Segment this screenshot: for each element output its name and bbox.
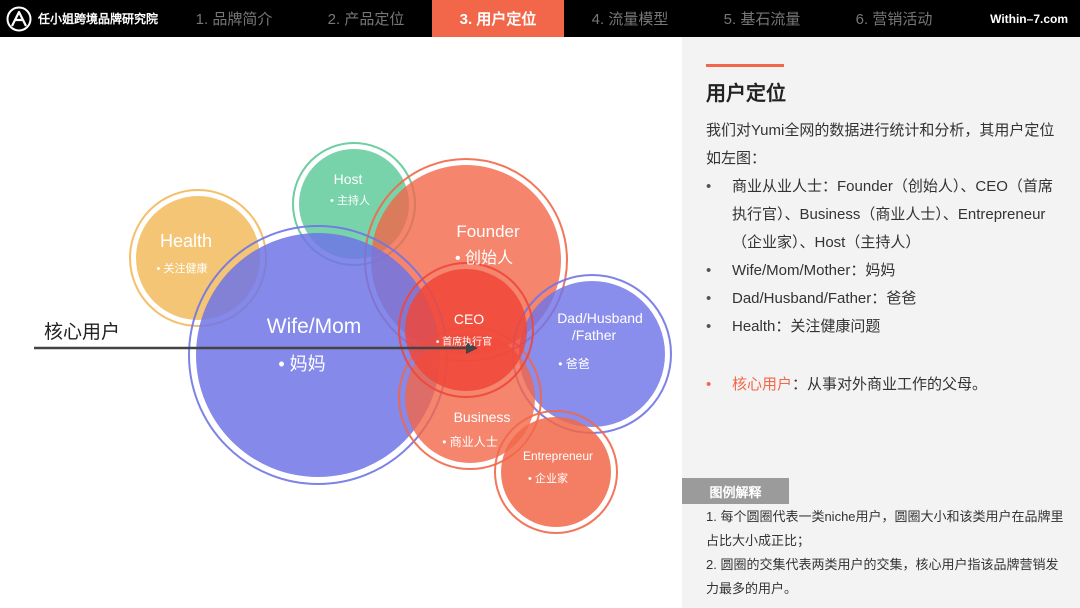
circle-entrepreneur [494, 410, 618, 534]
legend-title: 图例解释 [682, 478, 789, 504]
panel-title: 用户定位 [706, 83, 786, 105]
dad-sub: • 爸爸 [558, 357, 590, 371]
nav-tabs: 1. 品牌简介 2. 产品定位 3. 用户定位 4. 流量模型 5. 基石流量 … [168, 0, 960, 37]
business-sub: • 商业人士 [442, 434, 498, 449]
circle-dad [512, 274, 672, 434]
legend-note-1: 1. 每个圆圈代表一类niche用户，圆圈大小和该类用户在品牌里占比大小成正比； [706, 509, 1064, 548]
user-type-list: 商业从业人士：Founder（创始人）、CEO（首席执行官）、Business（… [706, 173, 1066, 341]
tab-traffic-model[interactable]: 4. 流量模型 [591, 11, 669, 28]
health-label: Health [160, 231, 212, 251]
entrepreneur-sub: • 企业家 [528, 471, 568, 485]
ceo-label: CEO [454, 311, 484, 327]
user-venn-diagram: 核心用户 Health • 关注健康 Host • 主持人 Founder • … [34, 142, 672, 534]
list-item: 商业从业人士：Founder（创始人）、CEO（首席执行官）、Business（… [706, 173, 1066, 257]
list-item: Dad/Husband/Father：爸爸 [706, 285, 1066, 313]
list-item: Health：关注健康问题 [706, 313, 1066, 341]
core-user-arrow [34, 342, 478, 354]
legend-note-2: 2. 圆圈的交集代表两类用户的交集，核心用户指该品牌营销发力最多的用户。 [706, 557, 1059, 596]
tab-product-positioning[interactable]: 2. 产品定位 [327, 11, 405, 28]
founder-label: Founder [456, 222, 520, 241]
wife-mom-sub: • 妈妈 [278, 354, 325, 374]
circle-ceo [398, 262, 534, 398]
tab-base-traffic[interactable]: 5. 基石流量 [723, 11, 801, 28]
entrepreneur-label: Entrepreneur [523, 449, 593, 463]
core-user-text: ：从事对外商业工作的父母。 [792, 376, 988, 393]
core-user-label: 核心用户 [44, 321, 120, 343]
tab-marketing[interactable]: 6. 营销活动 [855, 11, 933, 28]
host-sub: • 主持人 [330, 193, 370, 207]
tab-brand-intro[interactable]: 1. 品牌简介 [195, 11, 273, 28]
site-url[interactable]: Within–7.com [990, 11, 1068, 26]
tab-user-positioning[interactable]: 3. 用户定位 [432, 0, 564, 37]
core-user-highlight: 核心用户 [732, 376, 793, 393]
brand-name: 任小姐跨境品牌研究院 [38, 12, 159, 26]
health-sub: • 关注健康 [157, 261, 208, 275]
core-user-summary: • 核心用户：从事对外商业工作的父母。 [706, 371, 1066, 399]
founder-sub: • 创始人 [455, 249, 513, 267]
dad-label: Dad/Husband [557, 310, 643, 326]
top-bar: 任小姐跨境品牌研究院 1. 品牌简介 2. 产品定位 3. 用户定位 4. 流量… [0, 0, 1080, 37]
list-item: Wife/Mom/Mother：妈妈 [706, 257, 1066, 285]
ceo-sub: • 首席执行官 [436, 335, 492, 348]
core-bullet-icon: • [706, 376, 712, 393]
panel-intro: 我们对Yumi全网的数据进行统计和分析，其用户定位如左图： [706, 122, 1055, 167]
accent-divider [706, 64, 784, 67]
brand-logo-icon [6, 6, 32, 31]
business-label: Business [454, 409, 511, 425]
dad-label-line2: /Father [572, 327, 617, 343]
host-label: Host [334, 171, 363, 187]
info-panel: 用户定位 我们对Yumi全网的数据进行统计和分析，其用户定位如左图： 商业从业人… [682, 37, 1080, 608]
brand[interactable]: 任小姐跨境品牌研究院 [6, 5, 158, 32]
wife-mom-label: Wife/Mom [267, 315, 362, 338]
